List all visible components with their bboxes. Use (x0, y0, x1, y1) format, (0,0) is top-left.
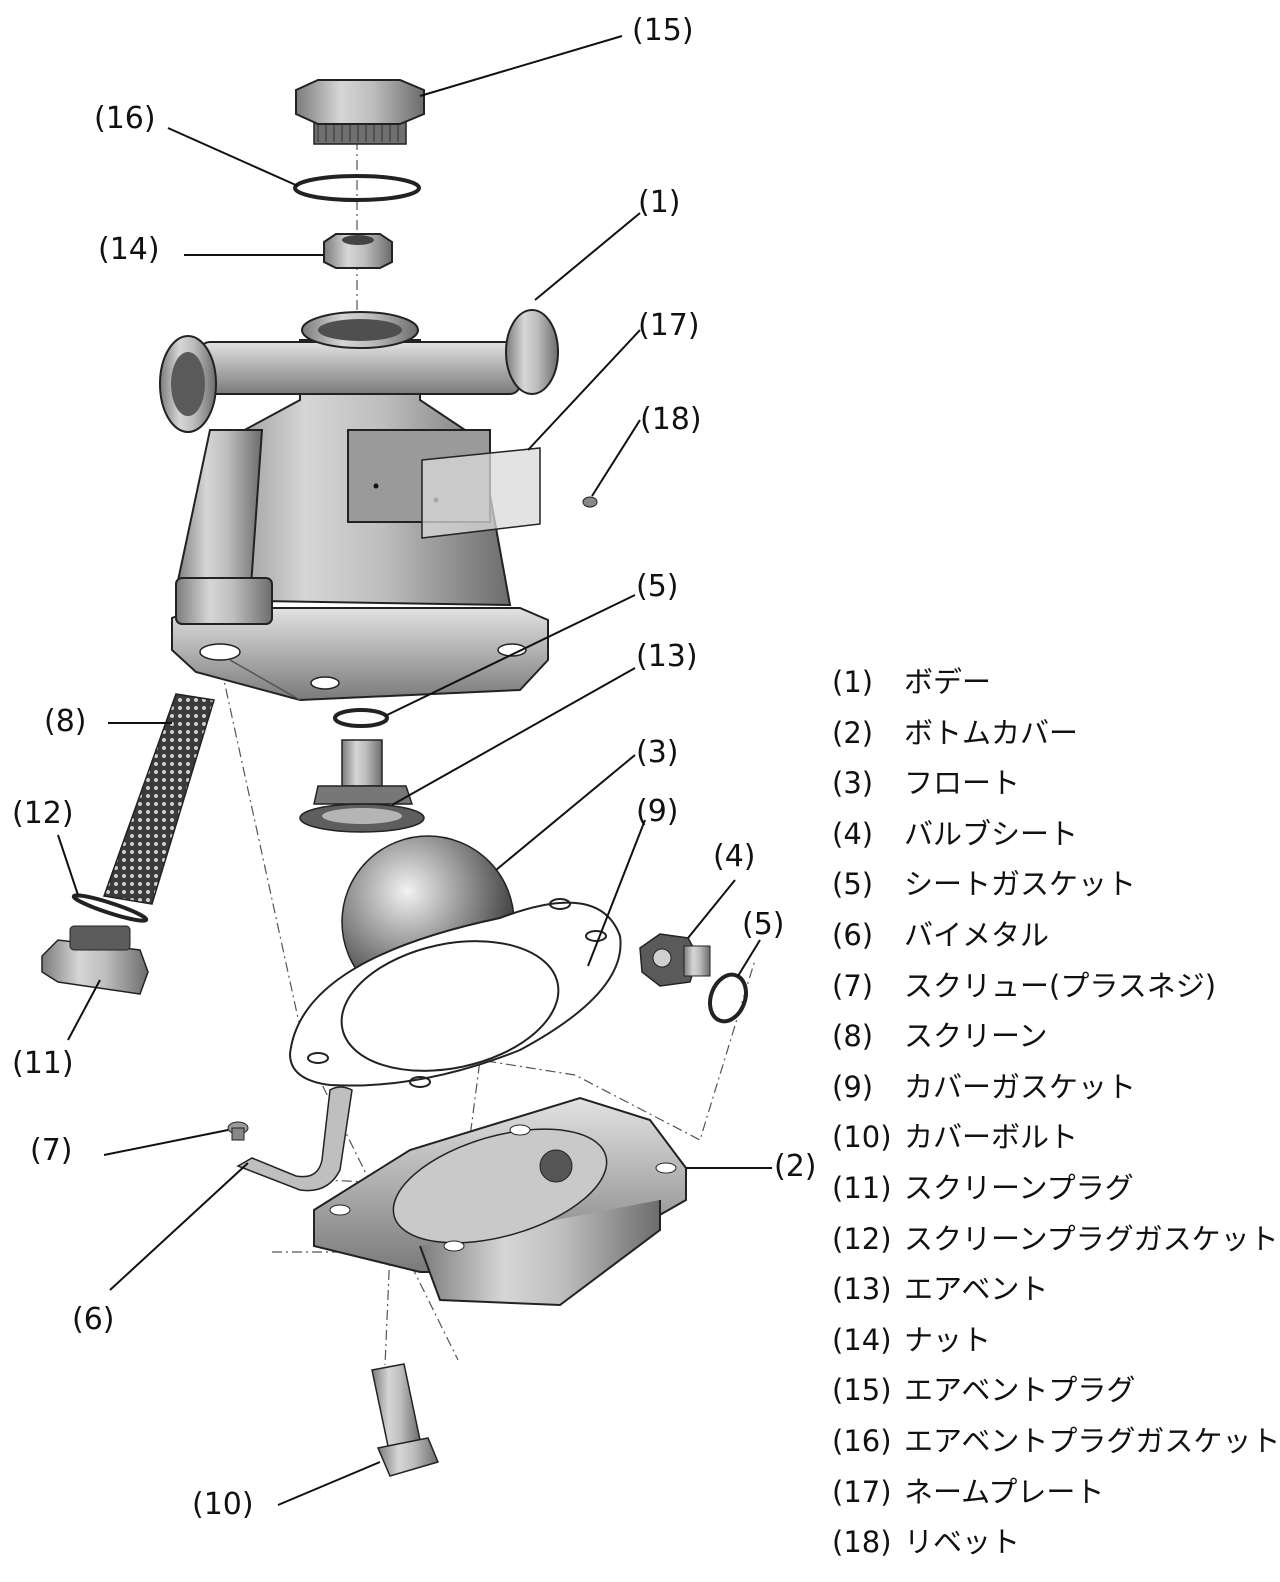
legend-part-name: スクリーン (904, 1019, 1048, 1054)
legend-row: (2) ボトムカバー (832, 708, 1280, 759)
callout-12: (12) (12, 796, 74, 831)
legend-row: (1) ボデー (832, 657, 1280, 708)
legend-row: (18) リベット (832, 1517, 1280, 1568)
seat-gasket-upper-part (333, 708, 389, 728)
callout-11: (11) (12, 1046, 74, 1081)
callout-8: (8) (44, 704, 87, 739)
callout-2: (2) (774, 1149, 817, 1184)
legend-part-name: カバーガスケット (904, 1069, 1137, 1104)
legend-number: (14) (832, 1322, 892, 1357)
air-vent-part (299, 739, 425, 833)
screen-plug-part (41, 925, 149, 995)
legend-row: (7) スクリュー(プラスネジ) (832, 961, 1280, 1012)
bimetal-part (236, 1086, 353, 1192)
legend-part-name: カバーボルト (904, 1120, 1079, 1155)
legend-part-name: ネームプレート (904, 1474, 1105, 1509)
callout-5-upper: (5) (636, 569, 679, 604)
legend-part-name: エアベント (904, 1272, 1049, 1307)
legend-row: (5) シートガスケット (832, 859, 1280, 910)
valve-seat-part (639, 933, 711, 987)
legend-number: (7) (832, 968, 874, 1003)
bottom-cover-part (313, 1096, 687, 1307)
callout-14: (14) (98, 232, 160, 267)
air-vent-plug-gasket-part (293, 174, 421, 202)
callout-9: (9) (636, 794, 679, 829)
name-plate-part (421, 447, 541, 539)
legend-row: (4) バルブシート (832, 809, 1280, 860)
legend-number: (5) (832, 867, 874, 902)
callout-1: (1) (638, 185, 681, 220)
legend-part-name: シートガスケット (904, 867, 1137, 902)
callout-17: (17) (638, 308, 700, 343)
screw-part (227, 1121, 249, 1141)
legend-part-name: リベット (904, 1525, 1021, 1560)
cover-bolt-part (371, 1363, 440, 1477)
legend-number: (8) (832, 1019, 874, 1054)
air-vent-plug-part (295, 79, 425, 145)
legend-number: (16) (832, 1423, 892, 1458)
callout-7: (7) (30, 1133, 73, 1168)
legend-row: (11) スクリーンプラグ (832, 1163, 1280, 1214)
legend-number: (6) (832, 917, 874, 952)
callout-13: (13) (636, 639, 698, 674)
legend-number: (10) (832, 1120, 892, 1155)
legend-number: (15) (832, 1373, 892, 1408)
legend-number: (9) (832, 1069, 874, 1104)
callout-4: (4) (713, 839, 756, 874)
center-lines (212, 140, 756, 1366)
callout-18: (18) (640, 402, 702, 437)
callout-6: (6) (72, 1302, 115, 1337)
screen-plug-gasket-part (71, 893, 149, 923)
legend-number: (2) (832, 715, 874, 750)
legend-number: (12) (832, 1221, 892, 1256)
legend-row: (8) スクリーン (832, 1011, 1280, 1062)
legend-number: (11) (832, 1170, 892, 1205)
legend-part-name: ボトムカバー (904, 715, 1079, 750)
legend-number: (1) (832, 665, 874, 699)
parts-legend: (1) ボデー (2) ボトムカバー (3) フロート (4) バルブシート (5) シー… (832, 657, 1280, 1568)
legend-number: (17) (832, 1474, 892, 1509)
legend-part-name: スクリーンプラグガスケット (904, 1221, 1279, 1256)
rivet-part (582, 496, 598, 508)
callout-16: (16) (94, 101, 156, 136)
legend-number: (3) (832, 766, 874, 801)
legend-number: (4) (832, 816, 874, 851)
legend-number: (18) (832, 1525, 892, 1560)
legend-number: (13) (832, 1272, 892, 1307)
legend-row: (3) フロート (832, 758, 1280, 809)
cover-gasket-part (288, 898, 622, 1088)
legend-part-name: スクリュー(プラスネジ) (904, 968, 1217, 1003)
callout-5-lower: (5) (742, 907, 785, 942)
legend-part-name: エアベントプラグ (904, 1373, 1136, 1408)
legend-part-name: ナット (904, 1322, 992, 1357)
screen-part (102, 693, 215, 905)
legend-row: (6) バイメタル (832, 910, 1280, 961)
legend-part-name: バイメタル (904, 917, 1050, 952)
leader-lines (57, 35, 772, 1506)
legend-row: (13) エアベント (832, 1264, 1280, 1315)
body-part (159, 309, 559, 702)
legend-part-name: スクリーンプラグ (904, 1170, 1134, 1205)
seat-gasket-lower-part (708, 972, 748, 1024)
legend-part-name: バルブシート (904, 816, 1079, 851)
callout-10: (10) (192, 1487, 254, 1522)
legend-part-name: エアベントプラグガスケット (904, 1423, 1280, 1458)
legend-row: (16) エアベントプラグガスケット (832, 1416, 1280, 1467)
callout-3: (3) (636, 735, 679, 770)
legend-part-name: フロート (904, 766, 1021, 801)
legend-row: (17) ネームプレート (832, 1467, 1280, 1518)
legend-row: (14) ナット (832, 1315, 1280, 1366)
callout-15: (15) (632, 13, 694, 48)
legend-row: (10) カバーボルト (832, 1112, 1280, 1163)
legend-row: (12) スクリーンプラグガスケット (832, 1214, 1280, 1265)
legend-row: (9) カバーガスケット (832, 1062, 1280, 1113)
legend-row: (15) エアベントプラグ (832, 1365, 1280, 1416)
legend-part-name: ボデー (904, 665, 992, 699)
nut-part (323, 233, 393, 269)
